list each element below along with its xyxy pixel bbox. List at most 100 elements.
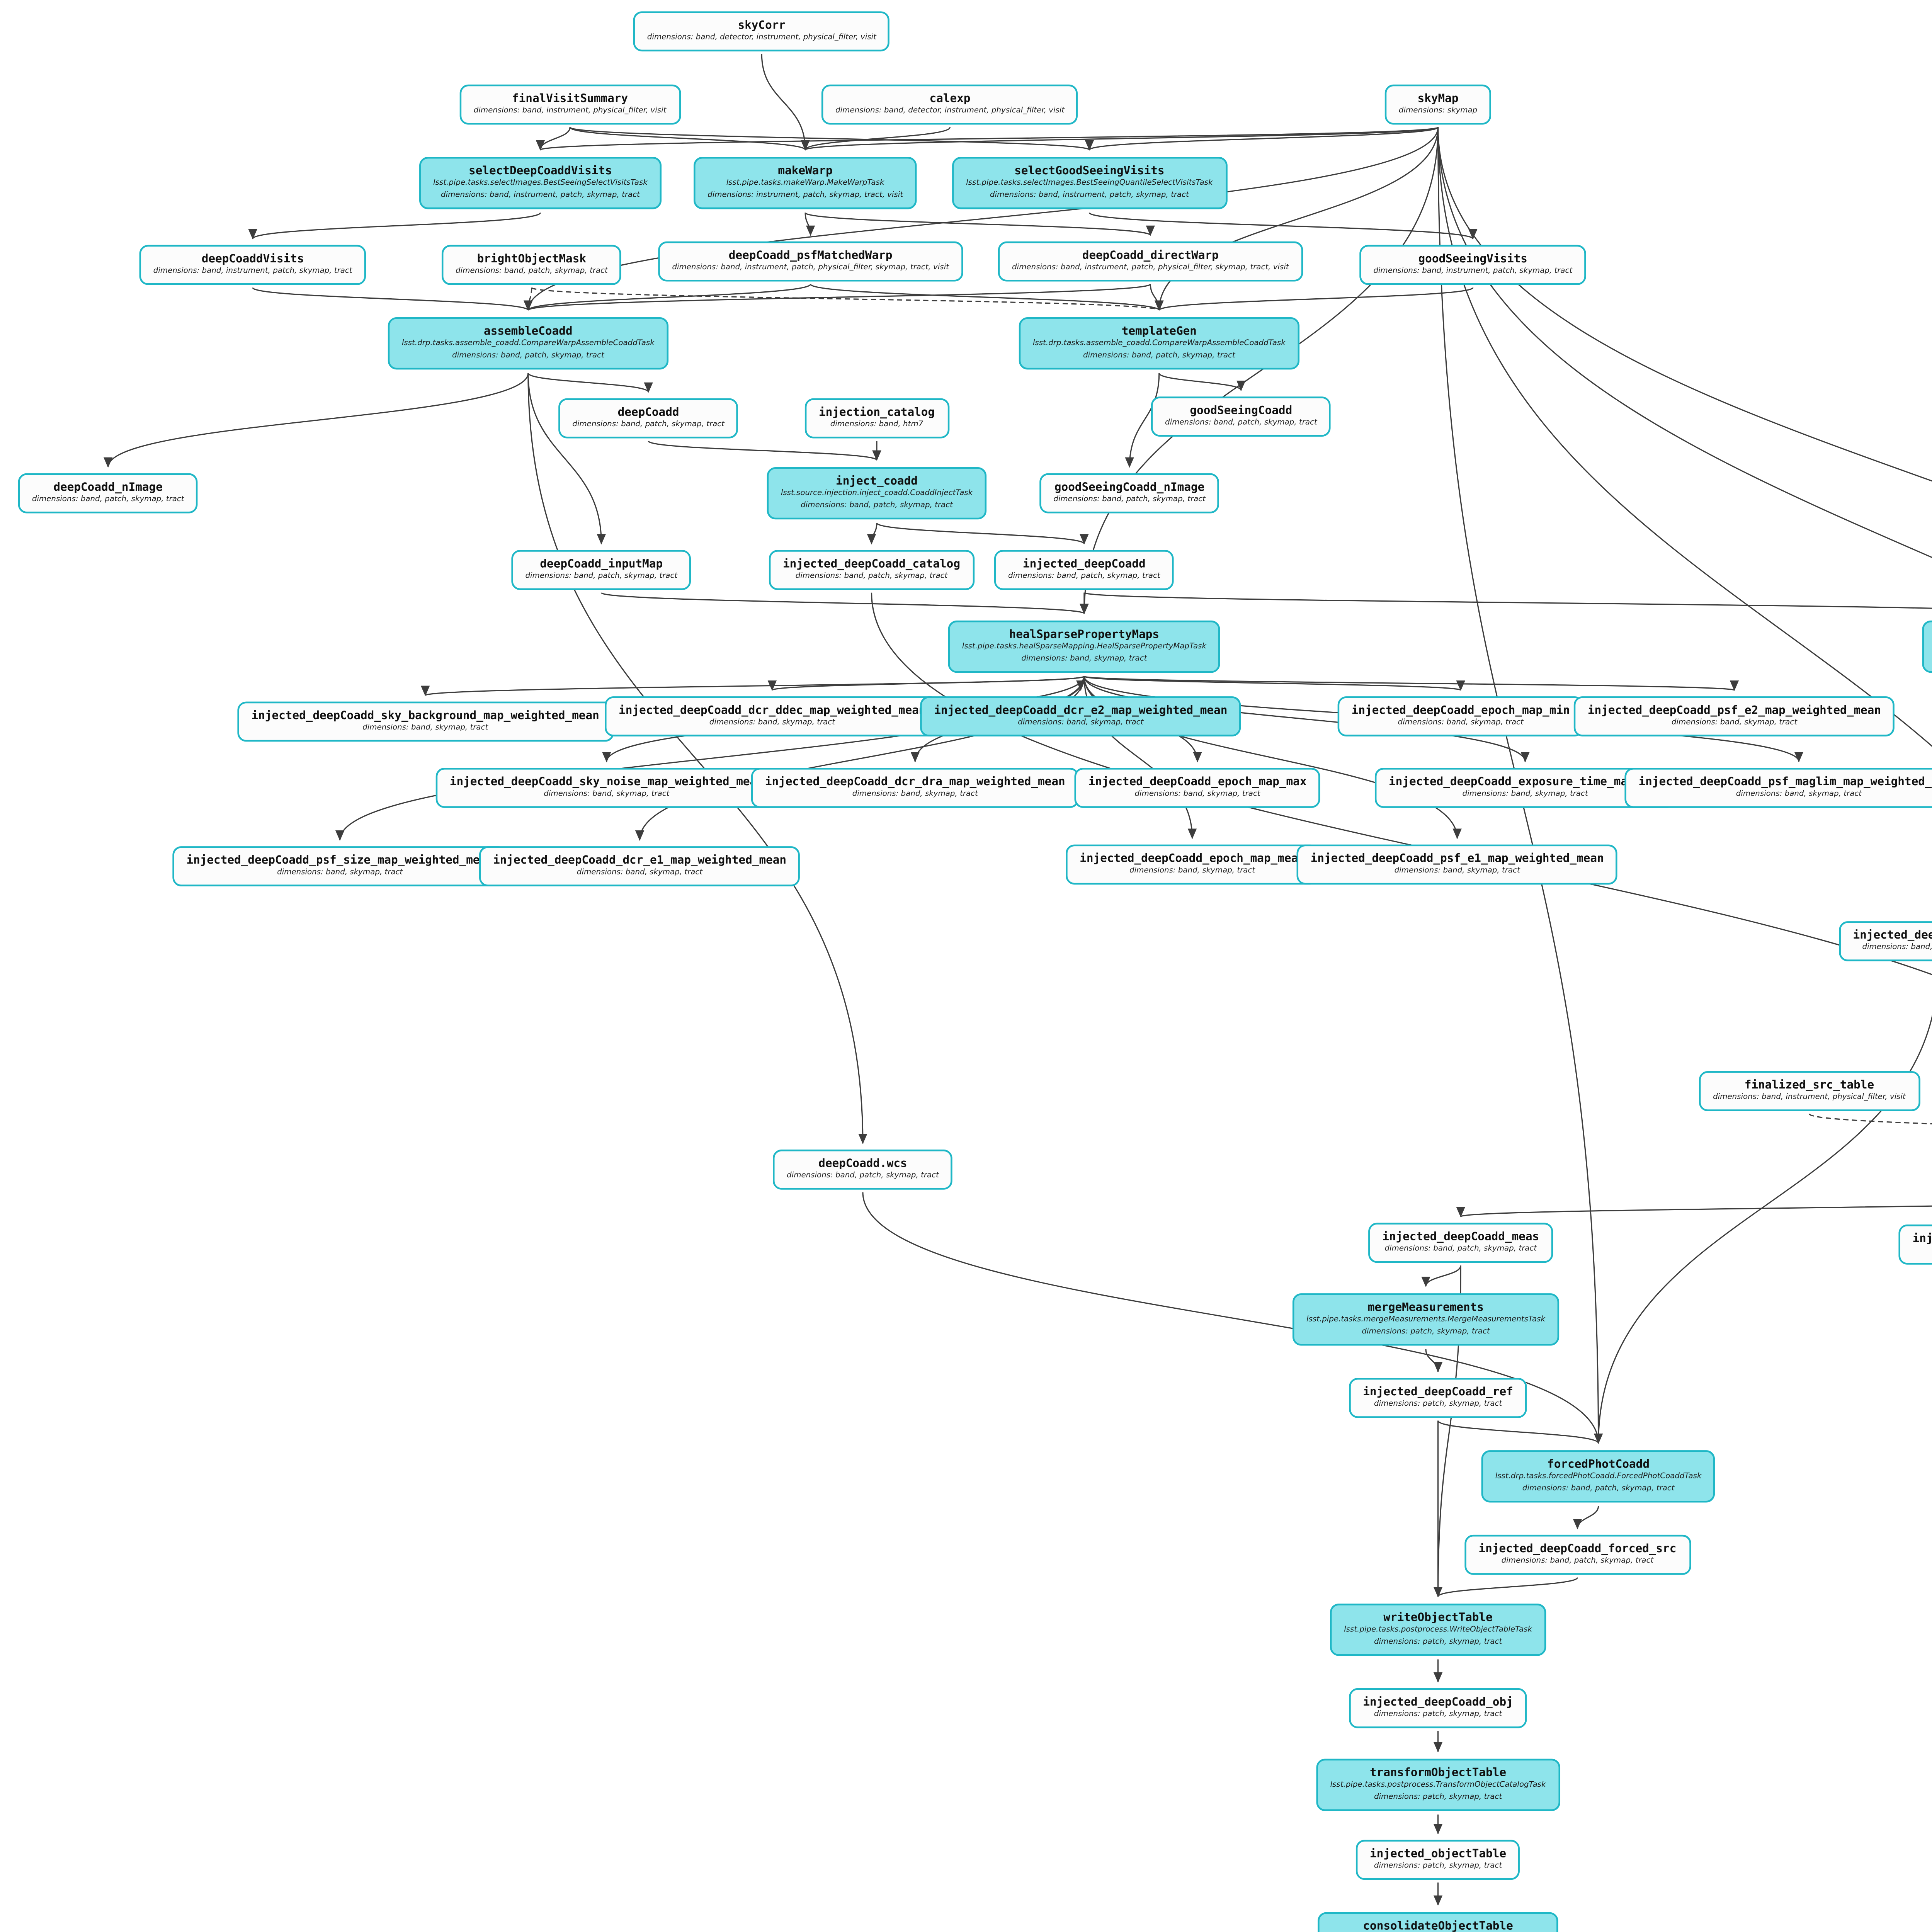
edge-skyMap-to-makeWarp [801,126,1439,151]
node-label: injected_deepCoadd_calexp [1853,928,1932,942]
node-dimensions: dimensions: band, instrument, physical_f… [473,107,667,116]
node-inject_coadd: inject_coadd lsst.source.injection.inject… [767,467,987,520]
node-label: injected_deepCoadd_epoch_map_min [1351,703,1570,718]
node-label: injected_deepCoadd_dcr_dra_map_weighted_… [765,775,1065,789]
node-dimensions: dimensions: band, patch, skymap, tract [801,502,953,511]
node-label: injected_deepCoadd_psf_e2_map_weighted_m… [1587,703,1881,718]
node-label: deepCoadd.wcs [818,1156,907,1171]
node-dimensions: dimensions: band, patch, skymap, tract [1165,419,1317,428]
node-dimensions: dimensions: band, skymap, tract [709,719,835,728]
edge-brightObjectMask-to-templateGen [531,287,1163,311]
edge-healSparsePropertyMaps-to-injected_deepCoadd_exposure_time_map_sum [1083,676,1530,763]
node-dimensions: dimensions: band, instrument, patch, phy… [1012,264,1289,273]
node-consolidateObjectTable: consolidateObjectTablelsst.pipe.tasks.po… [1318,1912,1559,1932]
edge-calexp-to-makeWarp [801,127,951,151]
node-dimensions: dimensions: patch, skymap, tract [1374,1400,1502,1410]
node-dimensions: dimensions: band, htm7 [830,421,923,430]
edge-skyMap-to-assembleCoadd [524,127,1439,311]
node-label: injected_deepCoadd_epoch_map_max [1088,775,1307,789]
node-label: finalized_src_table [1744,1078,1874,1092]
node-dimensions: dimensions: patch, skymap, tract [1374,1793,1502,1803]
node-injected_deepCoadd_measMatch: injected_deepCoadd_measMatchdimensions: … [1898,1224,1932,1265]
node-dimensions: dimensions: band, instrument, physical_f… [1713,1094,1906,1103]
node-injected_deepCoadd_dcr_e2_map_weighted_mean: injected_deepCoadd_dcr_e2_map_weighted_m… [920,696,1242,736]
node-dimensions: dimensions: band, skymap, tract [1398,719,1524,728]
node-label: injected_deepCoadd_sky_background_map_we… [251,708,599,723]
node-injected_deepCoadd_sky_noise_map_weighted_mean: injected_deepCoadd_sky_noise_map_weighte… [435,768,777,808]
edge-assembleCoadd-to-deepCoadd_nImage [104,373,529,468]
edge-skyMap-to-measure [1437,127,1932,747]
node-label: injection_catalog [818,405,935,419]
node-label: templateGen [1121,324,1197,338]
edge-finalVisitSummary-to-selectGoodSeeingVisits [569,126,1094,151]
node-dimensions: dimensions: band, instrument, patch, sky… [1373,267,1573,276]
node-injected_deepCoadd_dcr_dra_map_weighted_mean: injected_deepCoadd_dcr_dra_map_weighted_… [751,768,1079,808]
node-task-class: lsst.source.injection.inject_coadd.Coadd… [781,490,973,499]
edge-finalized_src_table-to-measure [1808,1113,1932,1124]
node-injected_deepCoadd_psf_maglim_map_weighted_mean: injected_deepCoadd_psf_maglim_map_weight… [1624,768,1932,808]
node-injected_deepCoadd_calexp: injected_deepCoadd_calexp dimensions: ban… [1839,921,1932,961]
edge-assembleCoadd-to-deepCoadd [527,372,653,393]
node-label: injected_deepCoadd_meas [1382,1230,1539,1244]
node-label: goodSeeingCoadd_nImage [1054,480,1205,494]
node-label: deepCoadd [617,405,679,419]
node-label: mergeMeasurements [1367,1300,1484,1315]
node-dimensions: dimensions: band, patch, skymap, tract [525,572,678,582]
node-label: injected_deepCoadd_dcr_e1_map_weighted_m… [493,853,787,867]
node-dimensions: dimensions: band, skymap, tract [1021,655,1147,664]
node-dimensions: dimensions: patch, skymap, tract [1362,1328,1490,1337]
node-label: writeObjectTable [1383,1611,1493,1625]
edge-makeWarp-to-deepCoadd_psfMatchedWarp [804,213,815,236]
edge-skyMap-to-selectGoodSeeingVisits [1085,126,1439,151]
node-label: inject_coadd [836,474,918,488]
edge-deepCoadd_directWarp-to-templateGen [1150,284,1164,311]
node-label: deepCoadd_directWarp [1082,248,1219,262]
node-dimensions: dimensions: band, patch, skymap, tract [452,352,604,361]
node-injected_deepCoadd_psf_e2_map_weighted_mean: injected_deepCoadd_psf_e2_map_weighted_m… [1573,696,1895,736]
node-label: forcedPhotCoadd [1547,1457,1650,1471]
node-dimensions: dimensions: band, instrument, patch, sky… [440,192,640,201]
node-injected_deepCoadd_psf_size_map_weighted_mean: injected_deepCoadd_psf_size_map_weighted… [172,846,507,886]
edge-finalVisitSummary-to-makeWarp [569,126,810,151]
edge-deepCoadd_wcs-to-forcedPhotCoadd [862,1192,1603,1444]
node-dimensions: dimensions: band, skymap, tract [1134,790,1260,799]
node-task-class: lsst.pipe.tasks.selectImages.BestSeeingS… [433,179,648,189]
node-label: deepCoadd_psfMatchedWarp [728,248,893,262]
node-dimensions: dimensions: patch, skymap, tract [1374,1638,1502,1647]
edge-deepCoaddVisits-to-assembleCoadd [252,287,532,311]
edge-injected_deepCoadd_ref-to-forcedPhotCoadd [1437,1420,1603,1444]
node-dimensions: dimensions: band, instrument, patch, phy… [672,264,949,273]
edge-goodSeeingVisits-to-templateGen [1155,287,1474,311]
node-dimensions: dimensions: band, patch, skymap, tract [1862,944,1932,953]
edge-deepCoadd_inputMap-to-healSparsePropertyMaps [600,592,1088,614]
node-dimensions: dimensions: band, patch, skymap, tract [1083,352,1235,361]
node-dimensions: dimensions: band, patch, skymap, tract [1522,1485,1675,1494]
node-dimensions: dimensions: instrument, patch, skymap, t… [707,192,903,201]
node-dimensions: dimensions: band, skymap, tract [852,790,978,799]
node-task-class: lsst.pipe.tasks.selectImages.BestSeeingQ… [966,179,1213,189]
node-dimensions: dimensions: skymap [1398,107,1478,116]
node-label: injected_deepCoadd_obj [1363,1695,1513,1709]
node-label: makeWarp [778,164,833,178]
edge-measure-to-injected_deepCoadd_meas [1457,1205,1932,1218]
node-dimensions: dimensions: patch, skymap, tract [1374,1711,1502,1720]
